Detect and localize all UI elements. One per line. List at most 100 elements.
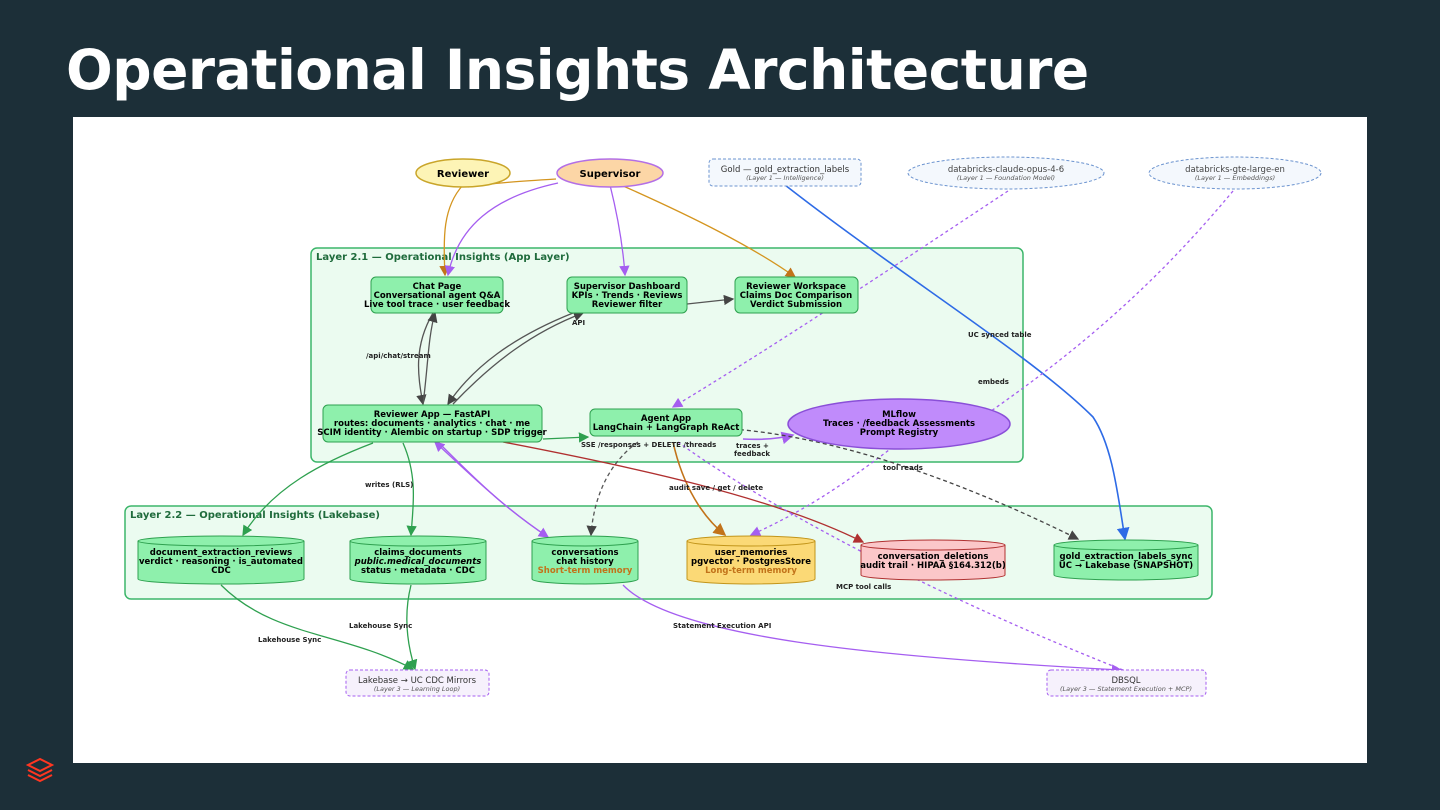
gte-model-name: databricks-gte-large-en bbox=[1185, 165, 1285, 175]
gold-labels-node: Gold — gold_extraction_labels (Layer 1 —… bbox=[708, 158, 862, 187]
supervisor-label: Supervisor bbox=[580, 169, 641, 180]
edge-app-reviews bbox=[242, 442, 374, 537]
gte-model-node: databricks-gte-large-en (Layer 1 — Embed… bbox=[1148, 156, 1322, 190]
dashboard-title: Supervisor Dashboard bbox=[574, 282, 681, 292]
reviewer-workspace-node: Reviewer Workspace Claims Doc Comparison… bbox=[734, 276, 859, 314]
gold-sync-table: gold_extraction_labels_sync UC → Lakebas… bbox=[1053, 539, 1199, 581]
cdc-mirrors-node: Lakebase → UC CDC Mirrors (Layer 3 — Lea… bbox=[345, 669, 490, 697]
slide-title: Operational Insights Architecture bbox=[66, 38, 1089, 102]
mlflow-node: MLflow Traces · /feedback Assessments Pr… bbox=[787, 398, 1011, 450]
layer-2-2-label: Layer 2.2 — Operational Insights (Lakeba… bbox=[130, 510, 380, 521]
architecture-diagram: Layer 2.1 — Operational Insights (App La… bbox=[73, 117, 1367, 763]
edge-reviewer-chat bbox=[439, 184, 464, 277]
edges bbox=[220, 178, 1234, 675]
agent-app-node: Agent App LangChain + LangGraph ReAct bbox=[589, 408, 743, 437]
edge-supervisor-workspace bbox=[620, 184, 797, 278]
edge-conversations-dbsql bbox=[622, 584, 1123, 675]
edge-supervisor-chat bbox=[444, 182, 559, 277]
deletions-title: conversation_deletions bbox=[878, 552, 989, 562]
agent-app-title: Agent App bbox=[641, 414, 691, 424]
dbsql-name: DBSQL bbox=[1111, 676, 1140, 686]
edge-dashboard-workspace bbox=[686, 294, 735, 306]
label-mcp: MCP tool calls bbox=[836, 583, 891, 591]
edge-labels: UC synced table embeds /api/chat/stream … bbox=[258, 319, 1032, 644]
claude-model-name: databricks-claude-opus-4-6 bbox=[948, 165, 1064, 175]
gold-sync-title: gold_extraction_labels_sync bbox=[1060, 552, 1193, 562]
edge-app-deletions bbox=[502, 441, 865, 543]
chat-page-title: Chat Page bbox=[413, 282, 462, 292]
conversations-line3: Short-term memory bbox=[538, 566, 633, 576]
gold-labels-sub: (Layer 1 — Intelligence) bbox=[746, 174, 824, 182]
doc-reviews-line2: verdict · reasoning · is_automated bbox=[139, 557, 303, 567]
diagram-svg: Layer 2.1 — Operational Insights (App La… bbox=[124, 156, 1322, 697]
reviewer-app-node: Reviewer App — FastAPI routes: documents… bbox=[317, 404, 548, 443]
edge-app-claims bbox=[402, 442, 417, 537]
label-embeds: embeds bbox=[978, 378, 1009, 386]
chat-page-line3: Live tool trace · user feedback bbox=[364, 300, 510, 310]
conversations-title: conversations bbox=[551, 548, 618, 558]
edge-claude-agent bbox=[671, 190, 1009, 408]
claims-docs-line2: public.medical_documents bbox=[354, 557, 482, 567]
conversations-line2: chat history bbox=[556, 557, 614, 567]
databricks-stack-icon bbox=[25, 757, 55, 783]
label-api-chat: /api/chat/stream bbox=[366, 352, 431, 360]
dashboard-line2: KPIs · Trends · Reviews bbox=[572, 291, 683, 301]
claims-docs-title: claims_documents bbox=[374, 548, 462, 558]
chat-page-node: Chat Page Conversational agent Q&A Live … bbox=[364, 276, 510, 314]
claims-docs-line3: status · metadata · CDC bbox=[361, 566, 475, 576]
edge-supervisor-dashboard bbox=[609, 184, 630, 277]
edge-app-dashboard bbox=[452, 311, 585, 405]
doc-reviews-line3: CDC bbox=[211, 566, 231, 576]
edge-agent-memories bbox=[672, 441, 727, 537]
mlflow-line2: Traces · /feedback Assessments bbox=[823, 419, 975, 429]
memories-title: user_memories bbox=[715, 548, 788, 558]
edge-agent-dbsql bbox=[677, 441, 1124, 671]
edge-gold-sync bbox=[784, 184, 1130, 541]
workspace-line3: Verdict Submission bbox=[750, 300, 842, 310]
workspace-title: Reviewer Workspace bbox=[746, 282, 846, 292]
actor-reviewer: Reviewer bbox=[415, 158, 511, 188]
gold-sync-line2: UC → Lakebase (SNAPSHOT) bbox=[1059, 561, 1193, 571]
user-memories-table: user_memories pgvector · PostgresStore L… bbox=[686, 535, 816, 585]
edge-conversations-app bbox=[434, 441, 549, 538]
mlflow-line3: Prompt Registry bbox=[860, 428, 939, 438]
edge-gte-mlflow bbox=[952, 190, 1234, 438]
dashboard-line3: Reviewer filter bbox=[592, 300, 663, 310]
reviewer-label: Reviewer bbox=[437, 169, 489, 180]
label-lakehouse-sync-b: Lakehouse Sync bbox=[349, 622, 412, 630]
edge-mlflow-memories bbox=[749, 446, 894, 536]
agent-app-line2: LangChain + LangGraph ReAct bbox=[593, 423, 740, 433]
gte-model-sub: (Layer 1 — Embeddings) bbox=[1195, 174, 1275, 182]
workspace-line2: Claims Doc Comparison bbox=[740, 291, 852, 301]
memories-line3: Long-term memory bbox=[705, 566, 797, 576]
edge-app-agent bbox=[542, 432, 590, 443]
label-traces: traces + bbox=[736, 442, 769, 450]
layer-2-1-label: Layer 2.1 — Operational Insights (App La… bbox=[316, 252, 570, 263]
label-statement: Statement Execution API bbox=[673, 622, 771, 630]
edge-agent-conversations bbox=[586, 441, 639, 537]
gold-labels-name: Gold — gold_extraction_labels bbox=[721, 165, 850, 175]
edge-agent-tools bbox=[732, 428, 1080, 540]
cdc-mirrors-sub: (Layer 3 — Learning Loop) bbox=[374, 685, 460, 693]
edge-dashboard-app bbox=[447, 312, 574, 406]
label-traces-2: feedback bbox=[734, 450, 770, 458]
label-api: API bbox=[572, 319, 585, 327]
dbsql-sub: (Layer 3 — Statement Execution + MCP) bbox=[1060, 685, 1192, 693]
reviewer-app-line3: SCIM identity · Alembic on startup · SDP… bbox=[317, 428, 547, 438]
actor-supervisor: Supervisor bbox=[556, 158, 664, 188]
dbsql-node: DBSQL (Layer 3 — Statement Execution + M… bbox=[1046, 669, 1207, 697]
label-audit: audit save / get / delete bbox=[669, 484, 763, 492]
doc-reviews-table: document_extraction_reviews verdict · re… bbox=[137, 535, 305, 585]
deletions-line2: audit trail · HIPAA §164.312(b) bbox=[860, 561, 1006, 571]
reviewer-app-line2: routes: documents · analytics · chat · m… bbox=[334, 419, 530, 429]
doc-reviews-title: document_extraction_reviews bbox=[150, 548, 292, 558]
reviewer-app-title: Reviewer App — FastAPI bbox=[374, 410, 491, 420]
chat-page-line2: Conversational agent Q&A bbox=[374, 291, 501, 301]
claude-model-node: databricks-claude-opus-4-6 (Layer 1 — Fo… bbox=[907, 156, 1105, 190]
label-sse: SSE /responses + DELETE /threads bbox=[581, 441, 716, 449]
label-lakehouse-sync-a: Lakehouse Sync bbox=[258, 636, 321, 644]
label-writes: writes (RLS) bbox=[365, 481, 413, 489]
claude-model-sub: (Layer 1 — Foundation Model) bbox=[957, 174, 1055, 182]
cdc-mirrors-name: Lakebase → UC CDC Mirrors bbox=[358, 676, 477, 686]
claims-documents-table: claims_documents public.medical_document… bbox=[349, 535, 487, 585]
